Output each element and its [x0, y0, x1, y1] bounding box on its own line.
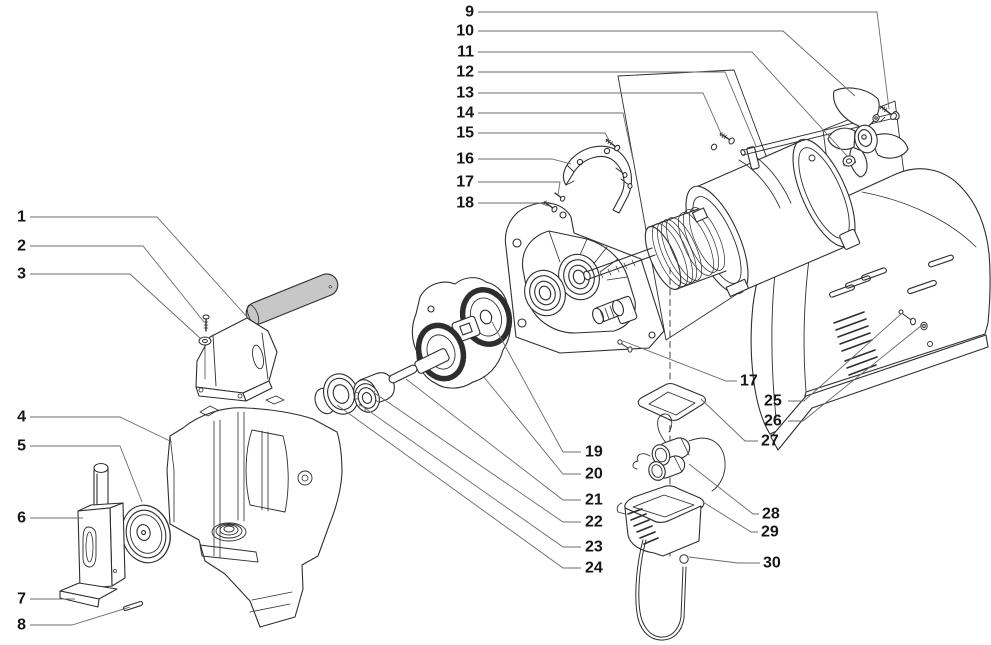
- leader-line-17-24: [622, 340, 737, 382]
- callout-label-24-23: 24: [585, 560, 603, 577]
- callout-label-5-4: 5: [17, 438, 26, 455]
- motor-worm-shaft: [583, 248, 655, 281]
- gear-housing-drawing: [505, 203, 664, 353]
- leader-line-22-21: [372, 391, 581, 523]
- leader-line-19-18: [491, 321, 581, 453]
- front-cover-drawing: [167, 396, 342, 627]
- callout-label-3-2: 3: [17, 266, 26, 283]
- pedestal-drawing: [60, 464, 143, 611]
- handle-washer-3: [199, 337, 211, 345]
- leader-line-28-28: [688, 463, 759, 515]
- gear-housing-screw-17: [618, 340, 632, 352]
- callout-label-2-1: 2: [17, 238, 26, 255]
- motor-screw-13: [710, 131, 735, 151]
- callout-label-29-29: 29: [761, 524, 779, 541]
- callout-label-10-9: 10: [456, 23, 474, 40]
- leader-line-10-9: [478, 30, 856, 97]
- callout-label-13-12: 13: [456, 85, 474, 102]
- tray-29: [617, 486, 704, 556]
- leader-line-17-16: [478, 181, 561, 196]
- callout-label-30-30: 30: [763, 555, 781, 572]
- leader-line-14-13: [478, 112, 634, 161]
- leader-line-26-26: [788, 324, 923, 422]
- leader-line-13-12: [478, 92, 724, 139]
- leader-line-5-4: [30, 445, 143, 503]
- callout-label-8-7: 8: [17, 617, 26, 634]
- leader-line-16-15: [478, 158, 572, 165]
- leader-line-27-27: [700, 398, 758, 442]
- callout-label-19-18: 19: [585, 444, 603, 461]
- leader-line-3-2: [30, 273, 202, 340]
- callout-label-18-17: 18: [456, 195, 474, 212]
- fan-drawing: [828, 88, 908, 177]
- callout-layer: 1234567891011121314151617181920212223241…: [17, 4, 923, 634]
- bracket-screw-15: [605, 137, 621, 151]
- leader-line-1-0: [30, 216, 249, 319]
- callout-label-12-11: 12: [456, 64, 474, 81]
- gear-housing-bore-lower: [518, 265, 571, 322]
- leader-line-25-25: [788, 313, 902, 402]
- parts-drawing-layer: [60, 70, 990, 640]
- callout-label-28-28: 28: [762, 506, 780, 523]
- motor-strap-post: [746, 146, 759, 169]
- leader-line-21-20: [405, 378, 581, 501]
- leader-line-12-11: [478, 71, 757, 147]
- leader-line-8-7: [30, 606, 131, 626]
- callout-label-15-14: 15: [456, 125, 474, 142]
- capacitor-28: [633, 414, 725, 491]
- callout-label-23-22: 23: [585, 539, 603, 556]
- pin-8: [123, 601, 143, 611]
- callout-label-25-25: 25: [764, 393, 782, 410]
- gear-cluster-drawing: [388, 278, 517, 388]
- shroud-skirt: [771, 335, 988, 450]
- bearing-stack-drawing: [312, 369, 398, 419]
- callout-label-20-19: 20: [585, 466, 603, 483]
- callout-label-4-3: 4: [17, 409, 26, 426]
- callout-label-27-27: 27: [761, 433, 779, 450]
- leader-line-30-30: [688, 556, 760, 564]
- handle-assembly-drawing: [196, 271, 341, 401]
- leader-line-24-23: [336, 404, 581, 569]
- bottom-assembly-drawing: [617, 268, 725, 640]
- motor-armature-drawing: [638, 203, 732, 294]
- leader-line-11-10: [478, 51, 849, 158]
- gasket-27: [638, 384, 705, 421]
- front-cover-spiral: [212, 523, 246, 541]
- handle-roller: [243, 271, 341, 328]
- callout-label-11-10: 11: [457, 44, 474, 61]
- callout-label-22-21: 22: [585, 514, 603, 531]
- leader-line-4-3: [30, 416, 173, 443]
- wire-bail-30: [636, 540, 688, 640]
- shroud-screw-25: [899, 310, 916, 325]
- callout-label-9-8: 9: [465, 4, 474, 21]
- callout-label-14-13: 14: [456, 105, 474, 122]
- callout-label-7-6: 7: [17, 591, 26, 608]
- leader-line-15-14: [478, 132, 612, 145]
- callout-label-6-5: 6: [17, 510, 26, 527]
- motor-drawing: [583, 111, 901, 302]
- leader-line-29-29: [702, 501, 758, 533]
- tray-vent-slats: [628, 509, 658, 544]
- leader-line-2-1: [30, 245, 205, 323]
- callout-label-17-16: 17: [456, 174, 474, 191]
- leader-line-23-22: [358, 403, 581, 548]
- baffle-bracket-drawing: [563, 137, 632, 213]
- leader-line-18-17: [478, 202, 549, 207]
- screws-17-18: [543, 191, 566, 213]
- leader-line-20-19: [482, 375, 581, 475]
- handle-screw-2: [203, 315, 209, 331]
- gear-shaft-21: [388, 348, 450, 384]
- shroud-vent-slots: [829, 254, 954, 297]
- gear-housing-stub-shaft: [591, 299, 626, 325]
- callout-label-26-26: 26: [764, 413, 782, 430]
- leader-line-9-8: [478, 11, 890, 110]
- callout-label-1-0: 1: [17, 209, 26, 226]
- fan-screw-9: [872, 104, 898, 123]
- callout-label-17-24: 17: [740, 373, 758, 390]
- callout-label-21-20: 21: [585, 492, 603, 509]
- shroud-washer-26: [921, 322, 927, 330]
- callout-label-16-15: 16: [456, 151, 474, 168]
